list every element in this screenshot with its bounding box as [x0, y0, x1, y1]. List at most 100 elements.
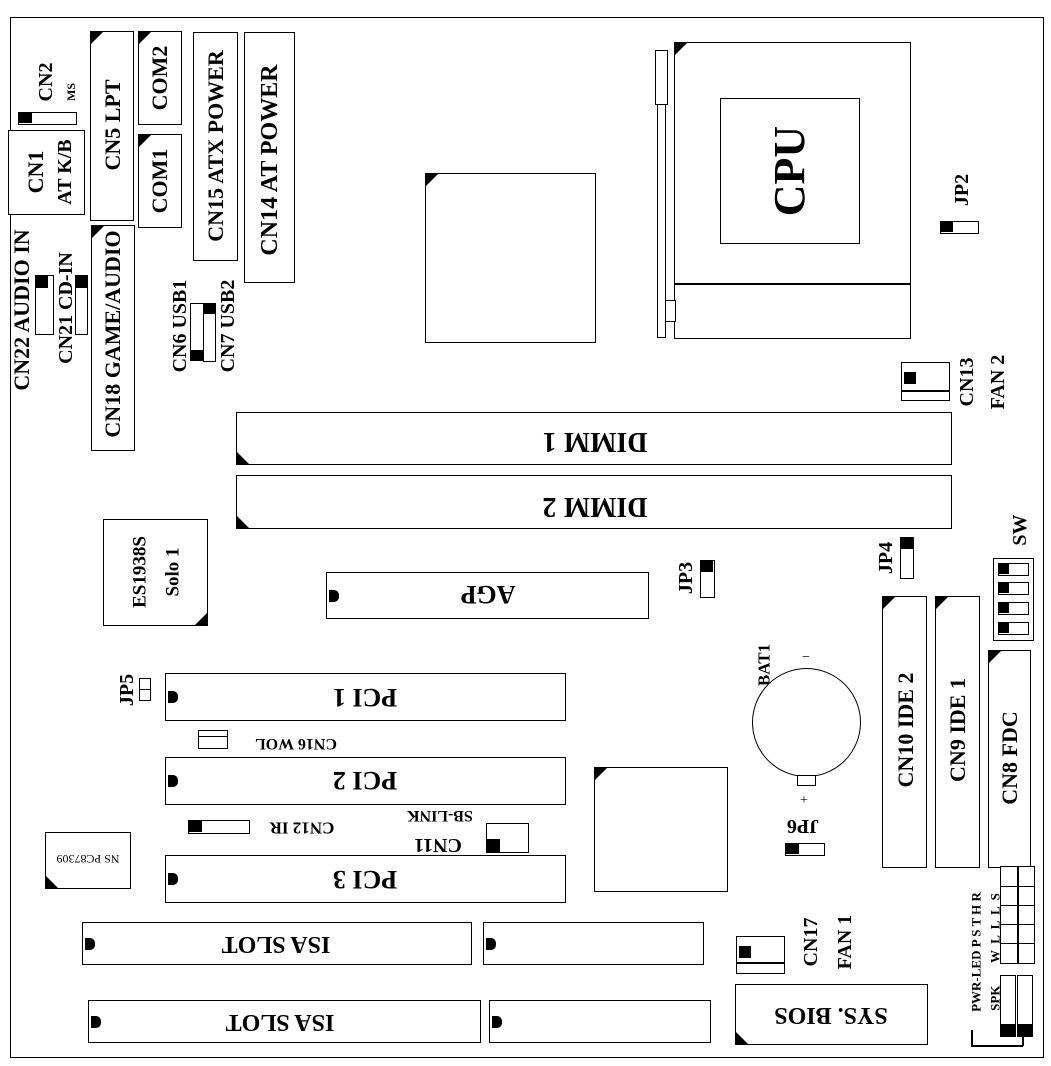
front-panel-bracket-right: [1022, 1035, 1024, 1046]
isa2-label: ISA SLOT: [225, 1009, 335, 1035]
cn8-label: CN8 FDC: [997, 711, 1022, 805]
dip-switch-3[interactable]: [998, 602, 1029, 615]
cn15-atx-power: [193, 32, 238, 261]
cn21-label: CN21 CD-IN: [55, 252, 77, 364]
cn12-ir-header: [188, 820, 250, 834]
cn6-label: CN6 USB1: [169, 279, 191, 373]
cn5-lpt-connector: [90, 31, 134, 221]
bios-label: SYS. BIOS: [774, 1002, 888, 1028]
pci2-slot: [165, 757, 566, 805]
cn10-ide2-connector: [882, 596, 927, 868]
agp-label: AGP: [460, 580, 516, 609]
cn16-label: CN16 WOL: [255, 735, 337, 752]
cn22-label: CN22 AUDIO IN: [9, 229, 34, 391]
cn9-ide1-connector: [935, 596, 980, 868]
dip-switch-4[interactable]: [998, 622, 1029, 635]
solo1-label: Solo 1: [162, 547, 184, 597]
jp3-label: JP3: [675, 561, 697, 595]
jp6-label: JP6: [786, 815, 820, 837]
front-panel-label-top: PWR-LED P S T H R: [968, 892, 984, 1012]
com1-connector: [138, 134, 182, 228]
es1938s-audio-chip: [103, 519, 208, 626]
cn16-wol-header: [198, 730, 228, 749]
dip-switch-1[interactable]: [998, 563, 1029, 576]
com2-label: COM2: [147, 45, 172, 111]
cn18-game-audio: [91, 225, 135, 451]
cn22-header: [35, 275, 54, 335]
ns-pc87309-chip: [45, 832, 131, 889]
spk-header-2: [1017, 975, 1033, 1037]
cn7-usb2-header: [203, 303, 216, 362]
jp2-label: JP2: [951, 173, 973, 207]
jp2-jumper: [940, 221, 979, 234]
agp-slot: [326, 572, 649, 619]
battery-terminal: [797, 775, 816, 786]
jp4-jumper: [900, 537, 914, 579]
atkb-label: AT K/B: [54, 139, 76, 205]
cn1-keyboard-connector: [8, 130, 85, 215]
com2-connector: [138, 31, 182, 125]
socket-lever-latch: [665, 300, 676, 322]
front-panel-header: [1000, 866, 1035, 964]
spk-header-1: [1000, 975, 1016, 1037]
socket-lever-handle: [655, 50, 668, 105]
cn17-fan1-header: [736, 936, 785, 974]
cpu-core: [720, 98, 860, 244]
cn5-label: CN5 LPT: [100, 79, 125, 171]
battery-plus-label: +: [800, 793, 808, 808]
dimm1-label: DIMM 1: [542, 426, 648, 457]
dip-switch-2[interactable]: [998, 582, 1029, 595]
battery: [752, 668, 861, 777]
cn7-label: CN7 USB2: [217, 279, 239, 373]
cn13-fan2-header: [901, 362, 950, 401]
dimm2-label: DIMM 2: [542, 491, 648, 522]
dip-switch: [993, 558, 1034, 641]
south-bridge-chip: [594, 767, 728, 892]
isa-slot-2: [88, 1000, 481, 1043]
cn2-header: [18, 112, 77, 125]
fan1-label: FAN 1: [834, 914, 856, 970]
cn11-sb-link-header: [486, 823, 529, 853]
dimm2-slot: [236, 475, 952, 529]
ns-label: NS PC87309: [56, 852, 120, 866]
cn21-header: [75, 275, 88, 335]
cn8-fdc-connector: [988, 650, 1031, 868]
cn18-label: CN18 GAME/AUDIO: [100, 230, 125, 438]
cn2-label: CN2: [35, 62, 57, 102]
north-bridge-chip: [425, 173, 596, 343]
cn9-label: CN9 IDE 1: [945, 678, 970, 782]
cn6-usb1-header: [190, 303, 204, 361]
socket-lever: [657, 104, 666, 338]
cpu-label: CPU: [765, 125, 814, 217]
sblink-label: SB-LINK: [407, 807, 473, 824]
es1938s-label: ES1938S: [129, 536, 151, 608]
pci2-label: PCI 2: [332, 766, 398, 795]
cn13-label: CN13: [956, 357, 978, 407]
cn12-label: CN12 IR: [269, 818, 335, 838]
sw-label: SW: [1009, 514, 1031, 546]
cn11-label: CN11: [414, 834, 462, 856]
pci3-label: PCI 3: [332, 865, 398, 894]
front-panel-bracket-left: [971, 1030, 973, 1046]
isa-slot-2-ext: [489, 1000, 711, 1043]
jp4-label: JP4: [875, 541, 897, 575]
isa-slot-1: [82, 922, 472, 965]
isa-slot-1-ext: [483, 922, 704, 965]
ms-label: MS: [64, 83, 78, 101]
cn17-label: CN17: [800, 917, 822, 967]
jp5-jumper: [139, 678, 151, 701]
cn14-at-power: [244, 32, 295, 283]
cn10-label: CN10 IDE 2: [893, 672, 918, 788]
cn15-label: CN15 ATX POWER: [203, 50, 228, 242]
pci3-slot: [165, 855, 566, 903]
com1-label: COM1: [147, 148, 172, 214]
isa1-label: ISA SLOT: [221, 931, 331, 957]
cn1-label: CN1: [23, 150, 48, 194]
jp6-jumper: [785, 843, 825, 856]
sys-bios-chip: [735, 984, 928, 1045]
battery-minus-label: −: [802, 650, 810, 665]
dimm1-slot: [236, 412, 952, 465]
cn14-label: CN14 AT POWER: [257, 64, 283, 256]
jp3-jumper: [700, 560, 715, 598]
bat1-label: BAT1: [754, 643, 774, 687]
